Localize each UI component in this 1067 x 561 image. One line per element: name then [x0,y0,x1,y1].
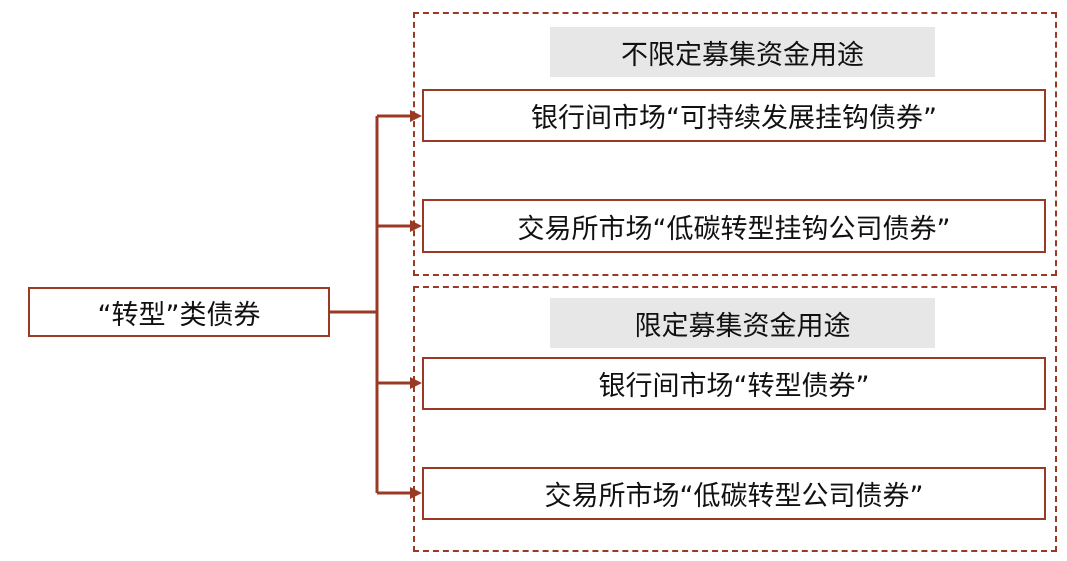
root-node: “转型”类债券 [28,287,330,337]
group-restricted-use [413,286,1057,552]
group-header-restricted: 限定募集资金用途 [550,298,935,348]
root-node-label: “转型”类债券 [97,299,261,331]
node-exchange-low-carbon-linked: 交易所市场“低碳转型挂钩公司债券” [422,199,1046,253]
node-interbank-sustainability-linked: 银行间市场“可持续发展挂钩债券” [422,89,1046,142]
group-header-label: 限定募集资金用途 [634,310,851,342]
group-header-unrestricted: 不限定募集资金用途 [550,27,935,77]
node-label: 交易所市场“低碳转型挂钩公司债券” [517,213,951,245]
node-label: 银行间市场“可持续发展挂钩债券” [531,103,937,134]
group-unrestricted-use [413,12,1057,276]
node-label: 银行间市场“转型债券” [598,371,870,402]
node-exchange-low-carbon-transition: 交易所市场“低碳转型公司债券” [422,467,1046,520]
node-interbank-transition-bond: 银行间市场“转型债券” [422,357,1046,410]
node-label: 交易所市场“低碳转型公司债券” [544,481,924,512]
group-header-label: 不限定募集资金用途 [621,39,864,71]
